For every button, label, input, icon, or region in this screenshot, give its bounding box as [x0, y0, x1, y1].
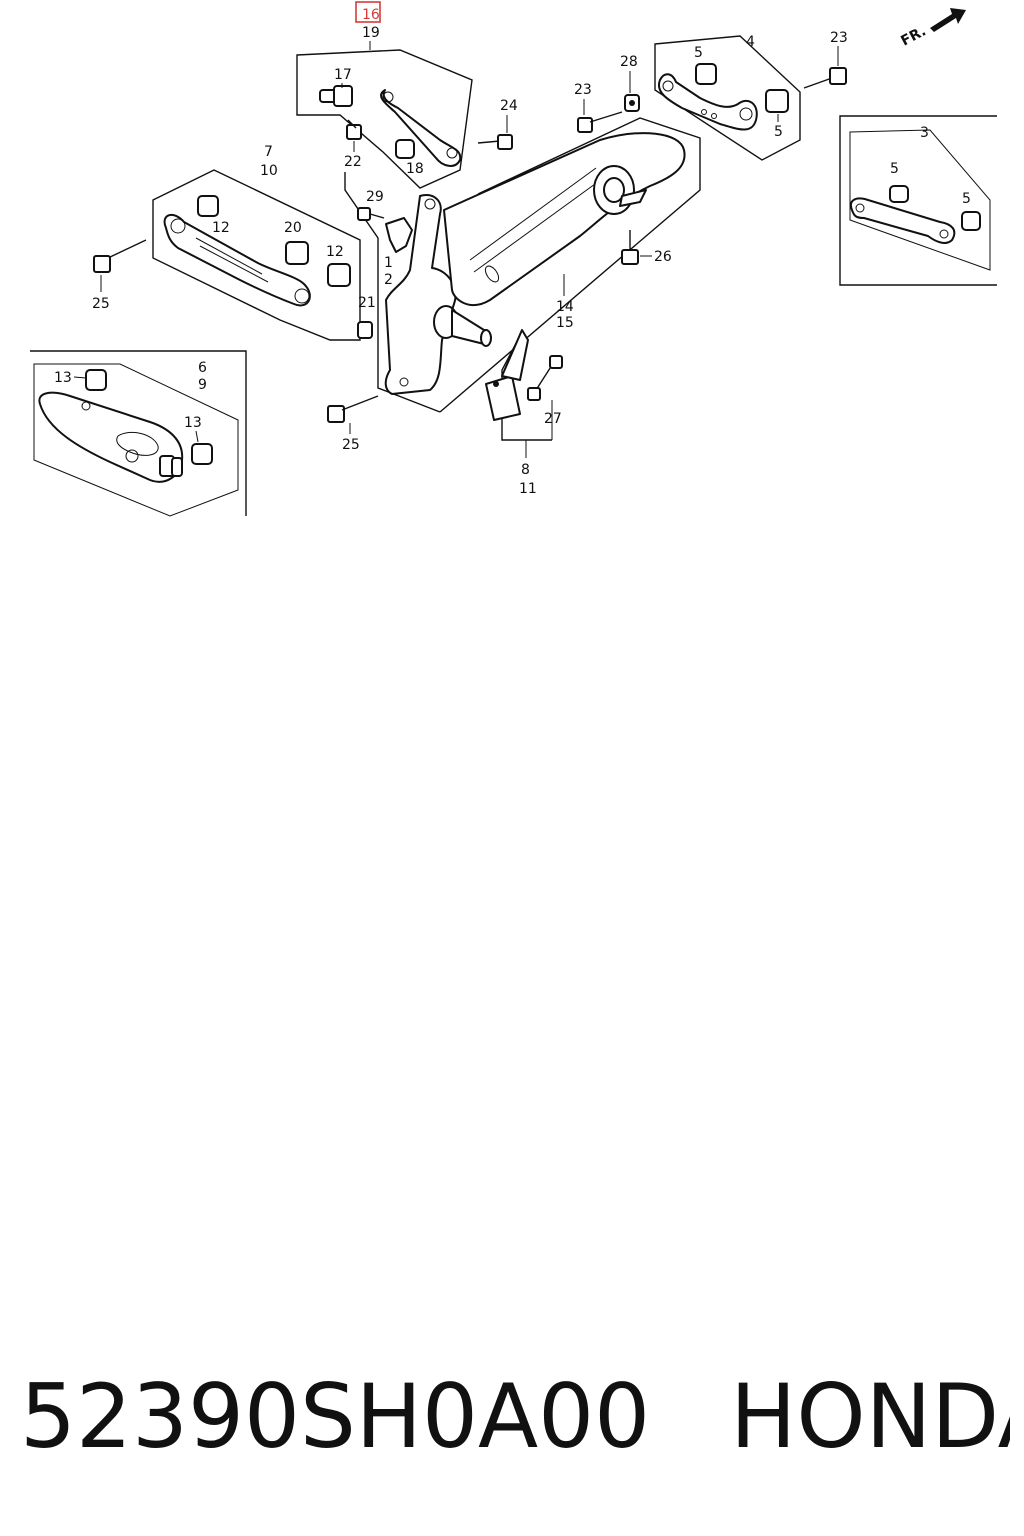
callout-15[interactable]: 15 — [556, 315, 574, 331]
nut-part-21[interactable] — [357, 321, 373, 339]
callout-4[interactable]: 4 — [746, 34, 755, 50]
part-caption: 52390SH0A00 HONDA — [20, 1362, 1010, 1472]
callout-9[interactable]: 9 — [198, 377, 207, 393]
bushing-part-13-right[interactable] — [191, 443, 213, 465]
callout-20[interactable]: 20 — [284, 220, 302, 236]
bolt-part-23-center[interactable] — [577, 111, 623, 133]
callout-22[interactable]: 22 — [344, 154, 362, 170]
callout-21[interactable]: 21 — [358, 295, 376, 311]
upper-arm-group-4 — [654, 35, 801, 161]
washer-part-28[interactable] — [624, 94, 640, 112]
bushing-part-5-group3-right[interactable] — [961, 211, 981, 231]
callout-8[interactable]: 8 — [521, 462, 530, 478]
callout-27[interactable]: 27 — [544, 411, 562, 427]
callout-23-center[interactable]: 23 — [574, 82, 592, 98]
bolt-part-25-upper[interactable] — [93, 239, 147, 273]
lower-arm-group-6 — [30, 350, 247, 517]
callout-12-left[interactable]: 12 — [212, 220, 230, 236]
bolt-part-27[interactable] — [527, 355, 563, 401]
part-number: 52390SH0A00 — [20, 1365, 651, 1468]
svg-text:FR.: FR. — [898, 23, 928, 49]
bolt-part-23-right[interactable] — [803, 67, 847, 89]
lower-arm-group-7 — [152, 169, 361, 341]
callout-13-left[interactable]: 13 — [54, 370, 72, 386]
parts-diagram: 16 19 17 18 22 24 — [30, 1, 997, 517]
callout-29[interactable]: 29 — [366, 189, 384, 205]
bracket-part-1-2[interactable] — [385, 217, 413, 253]
callout-2[interactable]: 2 — [384, 272, 393, 288]
callout-25-lower[interactable]: 25 — [342, 437, 360, 453]
bushing-part-5-right[interactable] — [765, 89, 789, 113]
callout-23-right[interactable]: 23 — [830, 30, 848, 46]
knuckle-group — [344, 172, 492, 413]
bushing-part-12-left[interactable] — [197, 195, 219, 217]
callout-14[interactable]: 14 — [556, 299, 574, 315]
trailing-arm-group-14 — [439, 117, 701, 413]
callout-28[interactable]: 28 — [620, 54, 638, 70]
bushing-part-5-group3-left[interactable] — [889, 185, 909, 203]
bushing-part-18[interactable] — [395, 139, 415, 159]
bolt-part-22[interactable] — [346, 119, 362, 140]
callout-highlight-box — [355, 1, 381, 23]
callout-5-group3-left[interactable]: 5 — [890, 161, 899, 177]
bushing-part-5-left[interactable] — [695, 63, 717, 85]
bracket-group-8 — [485, 329, 563, 441]
callout-1[interactable]: 1 — [384, 255, 393, 271]
bushing-part-17[interactable] — [319, 85, 353, 107]
bolt-part-24[interactable] — [477, 134, 513, 150]
callout-6[interactable]: 6 — [198, 360, 207, 376]
brand-name: HONDA — [730, 1365, 1010, 1468]
callout-16[interactable]: 16 — [362, 7, 380, 23]
callout-5-group3-right[interactable]: 5 — [962, 191, 971, 207]
bushing-part-12-right[interactable] — [327, 263, 351, 287]
callout-10[interactable]: 10 — [260, 163, 278, 179]
callout-25-upper[interactable]: 25 — [92, 296, 110, 312]
callout-3[interactable]: 3 — [920, 125, 929, 141]
upper-link-group: 17 18 22 — [296, 49, 473, 189]
callout-13-right[interactable]: 13 — [184, 415, 202, 431]
callout-12-right[interactable]: 12 — [326, 244, 344, 260]
bushing-part-20[interactable] — [285, 241, 309, 265]
front-direction-arrow: FR. — [898, 8, 966, 50]
callout-5-upper-left[interactable]: 5 — [694, 45, 703, 61]
callout-18[interactable]: 18 — [406, 161, 424, 177]
bushing-part-13-left[interactable] — [85, 369, 107, 391]
callout-7[interactable]: 7 — [264, 144, 273, 160]
bolt-part-29[interactable] — [357, 207, 385, 221]
bolt-part-26[interactable] — [621, 230, 639, 265]
callout-26[interactable]: 26 — [654, 249, 672, 265]
callout-5-upper-right[interactable]: 5 — [774, 124, 783, 140]
callout-11[interactable]: 11 — [519, 481, 537, 497]
callout-17[interactable]: 17 — [334, 67, 352, 83]
callout-24[interactable]: 24 — [500, 98, 518, 114]
compensator-arm-group-3 — [839, 115, 997, 286]
bolt-part-25-lower[interactable] — [327, 395, 379, 423]
callout-19[interactable]: 19 — [362, 25, 380, 41]
